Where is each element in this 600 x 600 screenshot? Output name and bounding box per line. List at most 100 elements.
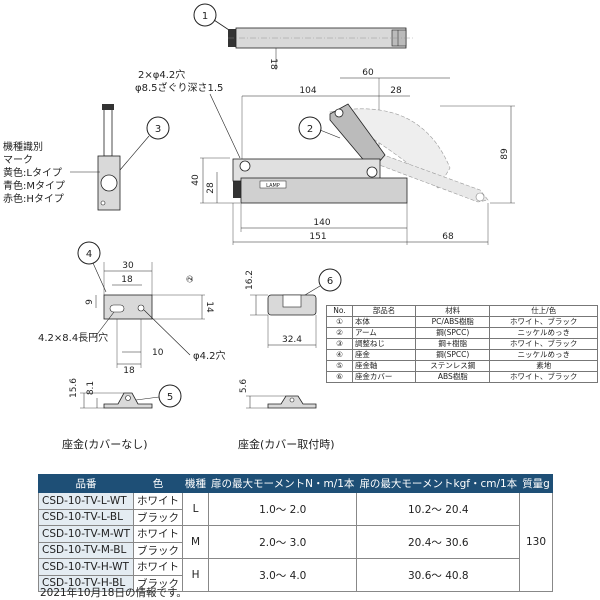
dim-60: 60	[362, 68, 374, 78]
spec-moment-nm: 1.0〜 2.0	[208, 492, 358, 526]
dim-18: 18	[121, 275, 133, 285]
parts-name: 座金カバー	[351, 371, 417, 383]
parts-finish: 素地	[489, 360, 598, 372]
spec-header-color: 色	[133, 474, 184, 493]
parts-header-name: 部品名	[351, 305, 417, 317]
parts-no: ⑤	[326, 360, 353, 372]
dim-top-18: 18	[268, 58, 278, 70]
cover-plate-view: 6 16.2 32.4 5.6 座金(カバー取付時)	[238, 268, 342, 451]
dim-104: 104	[299, 86, 316, 96]
footnote: 2021年10月18日の情報です。	[40, 587, 187, 599]
marking-title-2: マーク	[3, 154, 33, 166]
dim-10: 10	[152, 348, 164, 358]
parts-finish: ホワイト、ブラック	[489, 316, 598, 328]
callout-2: 2	[307, 124, 313, 135]
spec-color: ホワイト	[133, 525, 184, 543]
spec-moment-kgf: 20.4〜 30.6	[356, 525, 521, 559]
dim-8-1: 8.1	[86, 381, 96, 395]
slot-note: 4.2×8.4長円穴	[38, 331, 108, 344]
marking-title-1: 機種識別	[3, 140, 43, 153]
marking-h: 赤色:Hタイプ	[3, 192, 64, 205]
dim-68: 68	[442, 232, 454, 242]
callout-1: 1	[202, 11, 208, 22]
marking-m: 青色:Mタイプ	[3, 179, 65, 192]
base-plate-view: 4 30 18 ② 14 9 4.2×8.4長円穴 10 18 φ4.2穴 15	[38, 241, 226, 451]
parts-name: アーム	[351, 327, 417, 339]
table-row: CSD-10-TV-M-BL ブラック	[37, 541, 553, 559]
dim-30: 30	[122, 261, 134, 271]
parts-name: 座金	[351, 349, 417, 361]
dim-18b: 18	[123, 366, 135, 376]
parts-header-finish: 仕上/色	[489, 305, 598, 317]
parts-no: ①	[326, 316, 353, 328]
spec-moment-nm: 2.0〜 3.0	[208, 525, 358, 559]
parts-name: 座金軸	[351, 360, 417, 372]
parts-finish: ニッケルめっき	[489, 327, 598, 339]
dim-151: 151	[309, 232, 326, 242]
spec-color: ホワイト	[133, 492, 184, 510]
spec-header-type: 機種	[182, 474, 210, 493]
dim-2: ②	[186, 275, 196, 283]
spec-part-number: CSD-10-TV-H-WT	[37, 558, 135, 576]
spec-header-mass: 質量g	[519, 474, 553, 493]
parts-material: 鋼(SPCC)	[415, 349, 491, 361]
side-view: 2×φ4.2穴 φ8.5ざぐり深さ1.5 60 104 28 2 LAMP	[135, 68, 515, 245]
spec-part-number: CSD-10-TV-M-WT	[37, 525, 135, 543]
dim-16-2: 16.2	[245, 270, 255, 290]
spec-type: M	[182, 525, 210, 559]
cover-caption: 座金(カバー取付時)	[238, 437, 335, 451]
spec-type: L	[182, 492, 210, 526]
spec-color: ブラック	[133, 508, 184, 526]
dim-28b: 28	[206, 182, 216, 194]
parts-no: ②	[326, 327, 353, 339]
spec-part-number: CSD-10-TV-L-BL	[37, 508, 135, 526]
spec-moment-kgf: 30.6〜 40.8	[356, 558, 521, 592]
spec-part-number: CSD-10-TV-L-WT	[37, 492, 135, 510]
table-row: CSD-10-TV-L-BL ブラック	[37, 508, 553, 526]
parts-material: ABS樹脂	[415, 371, 491, 383]
callout-6: 6	[327, 276, 333, 287]
table-row: CSD-10-TV-H-WT ホワイト H 3.0〜 4.0 30.6〜 40.…	[37, 558, 553, 592]
parts-material: 鋼(SPCC)	[415, 327, 491, 339]
dim-89: 89	[500, 148, 510, 160]
hole-note: φ4.2穴	[193, 349, 226, 362]
parts-header-material: 材料	[415, 305, 491, 317]
spec-mass: 130	[519, 492, 553, 592]
dim-28: 28	[390, 86, 402, 96]
parts-finish: ホワイト、ブラック	[489, 371, 598, 383]
table-row: CSD-10-TV-L-WT ホワイト L 1.0〜 2.0 10.2〜 20.…	[37, 492, 553, 592]
parts-material: PC/ABS樹脂	[415, 316, 491, 328]
parts-header-no: No.	[326, 305, 353, 317]
top-view: 1 18	[193, 3, 415, 70]
parts-header-row: No. 部品名 材料 仕上/色	[326, 305, 598, 317]
table-row: CSD-10-TV-M-WT ホワイト M 2.0〜 3.0 20.4〜 30.…	[37, 525, 553, 559]
marking-l: 黄色:Lタイプ	[3, 166, 62, 179]
spec-header-row: 品番 色 機種 扉の最大モーメントN・m/1本 扉の最大モーメントkgf・cm/…	[37, 474, 553, 493]
parts-material: ステンレス鋼	[415, 360, 491, 372]
dim-14: 14	[204, 301, 214, 313]
table-row: CSD-10-TV-H-BL ブラック	[37, 574, 553, 592]
parts-material: 鋼+樹脂	[415, 338, 491, 350]
spec-color: ホワイト	[133, 558, 184, 576]
spec-color: ブラック	[133, 574, 184, 592]
end-view: 3 機種識別 マーク 黄色:Lタイプ 青色:Mタイプ 赤色:Hタイプ	[3, 104, 170, 211]
dim-40: 40	[191, 174, 201, 186]
hole-note-1: 2×φ4.2穴	[138, 68, 185, 81]
spec-header-kgf: 扉の最大モーメントkgf・cm/1本	[356, 474, 521, 493]
parts-finish: ホワイト、ブラック	[489, 338, 598, 350]
parts-no: ③	[326, 338, 353, 350]
dim-9: 9	[85, 299, 95, 305]
parts-name: 調整ねじ	[351, 338, 417, 350]
spec-color: ブラック	[133, 541, 184, 559]
parts-no: ④	[326, 349, 353, 361]
parts-finish: ニッケルめっき	[489, 349, 598, 361]
spec-moment-nm: 3.0〜 4.0	[208, 558, 358, 592]
dim-32-4: 32.4	[282, 335, 302, 345]
spec-table: 品番 色 機種 扉の最大モーメントN・m/1本 扉の最大モーメントkgf・cm/…	[37, 474, 553, 592]
